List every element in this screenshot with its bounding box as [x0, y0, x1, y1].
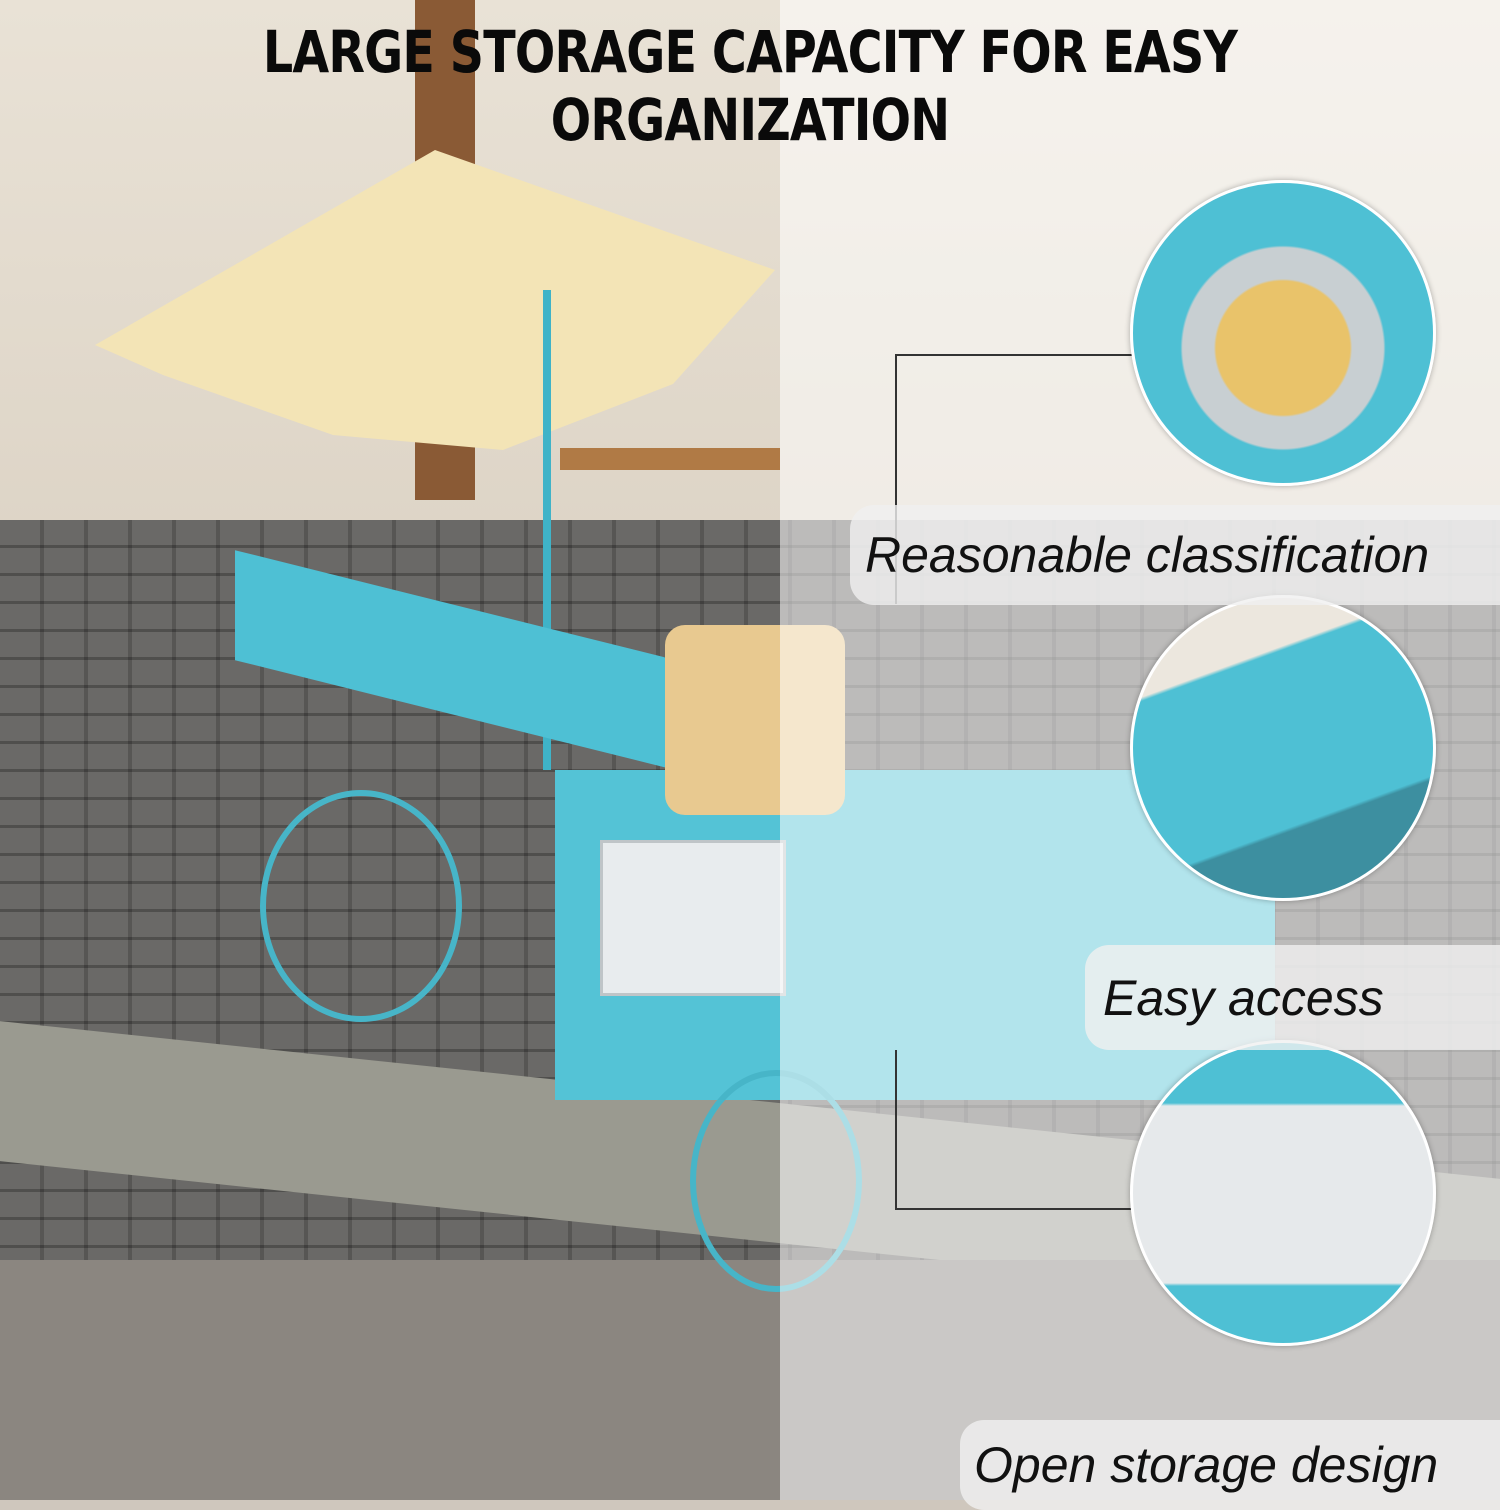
feature-label-easy-access: Easy access — [1085, 945, 1500, 1050]
page-title: LARGE STORAGE CAPACITY FOR EASY ORGANIZA… — [262, 18, 1238, 154]
feature-label-open-storage: Open storage design — [960, 1420, 1500, 1510]
detail-circle-counter — [1130, 595, 1436, 901]
connector-line — [895, 1208, 1135, 1210]
umbrella-pole — [543, 290, 551, 770]
wall-shelf — [560, 448, 780, 470]
connector-line — [895, 354, 897, 604]
connector-line — [895, 1050, 897, 1210]
connector-line — [895, 354, 1135, 356]
cart-drawer — [600, 840, 786, 996]
feature-label-classification: Reasonable classification — [850, 505, 1500, 605]
bicycle-wheel — [260, 790, 462, 1022]
detail-circle-food-trays — [1130, 180, 1436, 486]
detail-circle-drawer — [1130, 1040, 1436, 1346]
